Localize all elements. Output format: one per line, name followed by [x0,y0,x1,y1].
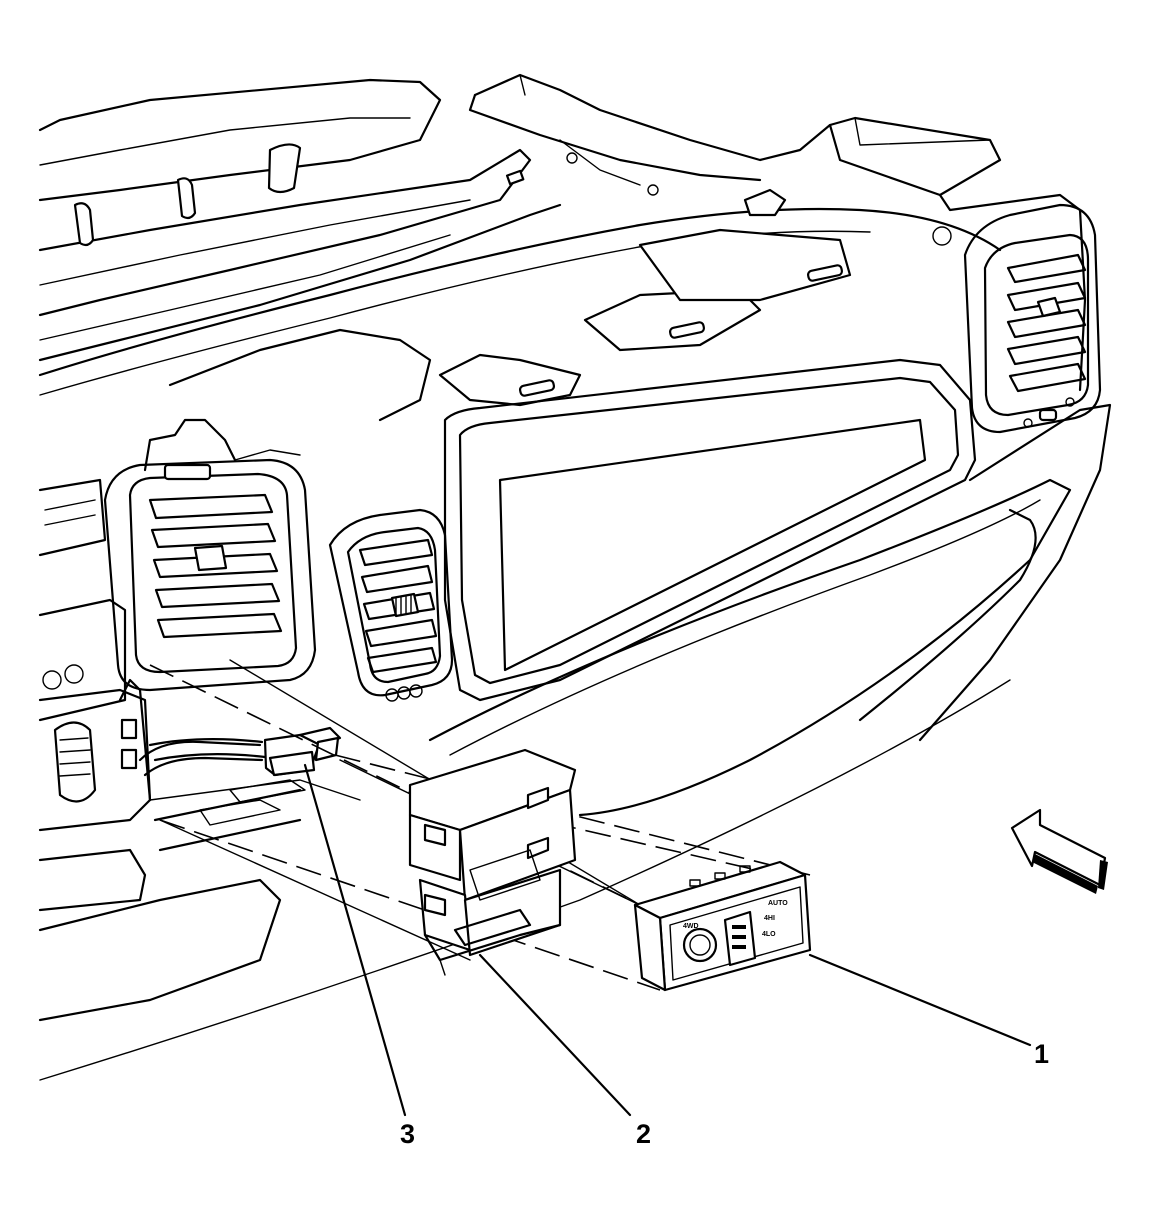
instrument-panel-top [38,73,1087,422]
view-direction-arrow-icon [1010,808,1108,894]
left-air-vent [103,418,317,692]
left-dash-structure [38,478,361,1022]
transfer-case-switch-module: 4WD AUTO 4HI 4LO [633,860,812,992]
callout-3: 3 [400,1119,415,1149]
defroster-panel [38,78,562,362]
module-label-4lo: 4LO [762,931,776,938]
module-label-4wd: 4WD [683,923,699,930]
module-label-4hi: 4HI [764,915,775,922]
wiring-harness-connector [148,726,342,777]
callout-2: 2 [636,1119,651,1149]
right-air-vent [963,203,1102,434]
mounting-bracket [408,748,577,976]
mounting-cavity [138,740,306,852]
leader-lines [303,763,1032,1117]
glove-box-door [39,358,1112,1081]
center-air-vent [328,508,454,702]
callout-1: 1 [1034,1039,1049,1069]
module-label-auto: AUTO [768,900,788,907]
